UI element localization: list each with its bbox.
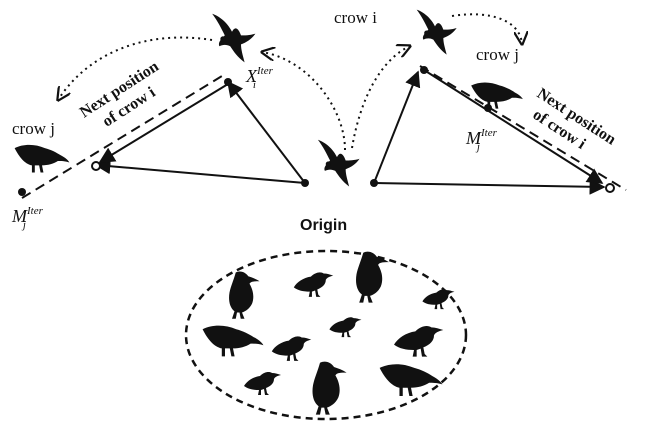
left-origin-to-next-arrow — [96, 165, 305, 183]
right-dotted-flight — [452, 14, 522, 44]
right-origin-point — [370, 179, 378, 187]
flying-crow-icon — [318, 140, 360, 187]
flying-crow-icon — [212, 14, 255, 63]
standing-crow-icon — [272, 336, 311, 361]
pecking-crow-icon — [380, 364, 443, 396]
standing-crow-icon — [312, 362, 346, 415]
right-origin-to-next-arrow — [374, 183, 604, 187]
center-right-dotted-flight — [352, 46, 410, 148]
left-origin-to-x-arrow — [228, 82, 305, 183]
origin-label: Origin — [300, 217, 347, 234]
label-crow-j-right: crow j — [476, 45, 519, 64]
standing-crow-icon — [229, 271, 259, 318]
standing-crow-icon — [244, 372, 281, 395]
standing-crow-icon — [294, 272, 333, 297]
flying-crow-icon — [417, 10, 457, 55]
pecking-crow-icon — [15, 145, 70, 173]
standing-crow-icon — [329, 317, 361, 337]
next-position-point-left — [92, 162, 100, 170]
x-i-point-left — [224, 78, 232, 86]
m-j-point-left — [18, 188, 26, 196]
pecking-crow-icon — [203, 326, 264, 357]
left-origin-point — [301, 179, 309, 187]
standing-crow-icon — [422, 289, 454, 309]
next-position-label-right: Next position of crow i — [523, 85, 619, 165]
right-origin-to-x-arrow — [374, 72, 418, 183]
x-i-point-right — [420, 66, 428, 74]
x-to-next-right-arrow — [424, 70, 602, 183]
next-position-point-right — [606, 184, 614, 192]
label-crow-j-left: crow j — [12, 119, 55, 138]
label-crow-i-top: crow i — [334, 8, 377, 27]
center-left-dotted-flight — [262, 52, 345, 150]
standing-crow-icon — [394, 326, 443, 357]
